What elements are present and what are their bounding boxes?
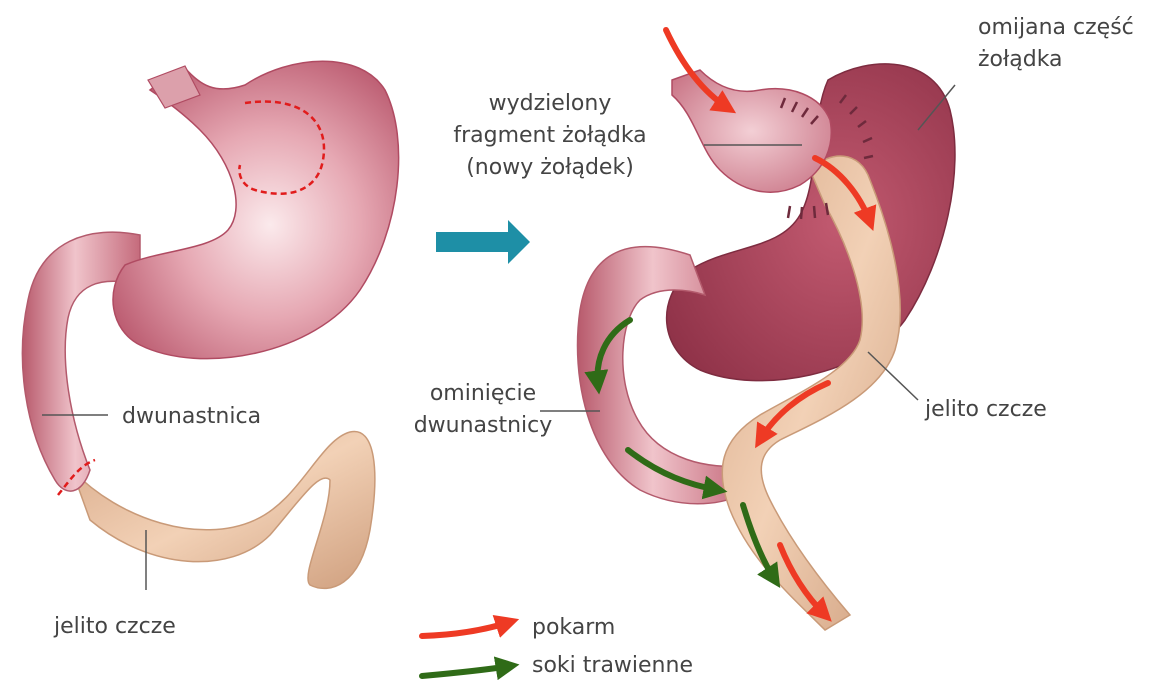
normal-stomach-group: [22, 61, 398, 590]
label-left-jejunum: jelito czcze: [54, 611, 176, 643]
label-duodenal-bypass: ominięcie dwunastnicy: [388, 378, 578, 442]
label-duodenal-bypass-line1: ominięcie: [388, 378, 578, 410]
procedure-arrow: [436, 220, 530, 264]
label-right-jejunum: jelito czcze: [925, 394, 1047, 426]
left-jejunum-tube: [72, 431, 375, 588]
gastric-pouch: [672, 70, 831, 192]
label-duodenum: dwunastnica: [122, 401, 261, 433]
label-gastric-pouch-line2: fragment żołądka: [420, 120, 680, 152]
label-bypassed-stomach-line2: żołądka: [978, 44, 1134, 76]
label-gastric-pouch-line3: (nowy żołądek): [420, 152, 680, 184]
label-duodenal-bypass-line2: dwunastnicy: [388, 410, 578, 442]
legend-juice-arrow-icon: [422, 666, 510, 676]
label-gastric-pouch: wydzielony fragment żołądka (nowy żołąde…: [420, 88, 680, 184]
legend-food-label: pokarm: [532, 612, 615, 644]
label-gastric-pouch-line1: wydzielony: [420, 88, 680, 120]
legend-food-arrow-icon: [422, 622, 510, 636]
stomach-body: [113, 61, 399, 358]
label-bypassed-stomach: omijana część żołądka: [978, 12, 1134, 76]
legend-juice-label: soki trawienne: [532, 650, 693, 682]
label-bypassed-stomach-line1: omijana część: [978, 12, 1134, 44]
